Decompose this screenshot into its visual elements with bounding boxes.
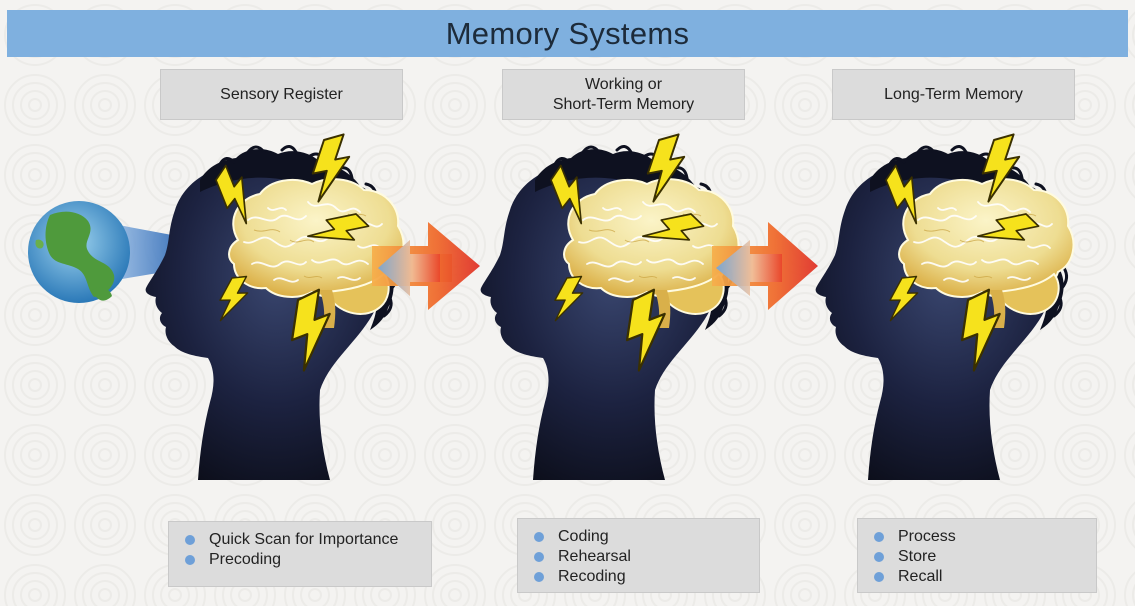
bullet-box-sensory: Quick Scan for Importance Precoding: [168, 521, 432, 587]
head-working-memory: [481, 134, 739, 480]
head-long-term-memory: [816, 134, 1074, 480]
bullet-icon: [874, 572, 884, 582]
list-item: Recall: [874, 567, 1086, 587]
bullet-icon: [185, 555, 195, 565]
bullet-icon: [874, 552, 884, 562]
bullet-icon: [185, 535, 195, 545]
bullet-text: Quick Scan for Importance: [209, 531, 398, 549]
bullet-text: Store: [898, 548, 936, 566]
list-item: Rehearsal: [534, 547, 749, 567]
bullet-text: Precoding: [209, 551, 281, 569]
list-item: Recoding: [534, 567, 749, 587]
list-item: Quick Scan for Importance: [185, 530, 421, 550]
bullet-icon: [534, 532, 544, 542]
bullet-box-longterm: Process Store Recall: [857, 518, 1097, 593]
bullet-text: Recall: [898, 568, 942, 586]
bullet-icon: [534, 552, 544, 562]
bullet-text: Rehearsal: [558, 548, 631, 566]
bullet-text: Process: [898, 528, 956, 546]
head-sensory-register: [146, 134, 404, 480]
bullet-icon: [534, 572, 544, 582]
list-item: Process: [874, 527, 1086, 547]
bullet-box-working: Coding Rehearsal Recoding: [517, 518, 760, 593]
bullet-icon: [874, 532, 884, 542]
list-item: Coding: [534, 527, 749, 547]
bullet-text: Recoding: [558, 568, 626, 586]
list-item: Store: [874, 547, 1086, 567]
list-item: Precoding: [185, 550, 421, 570]
bullet-text: Coding: [558, 528, 609, 546]
